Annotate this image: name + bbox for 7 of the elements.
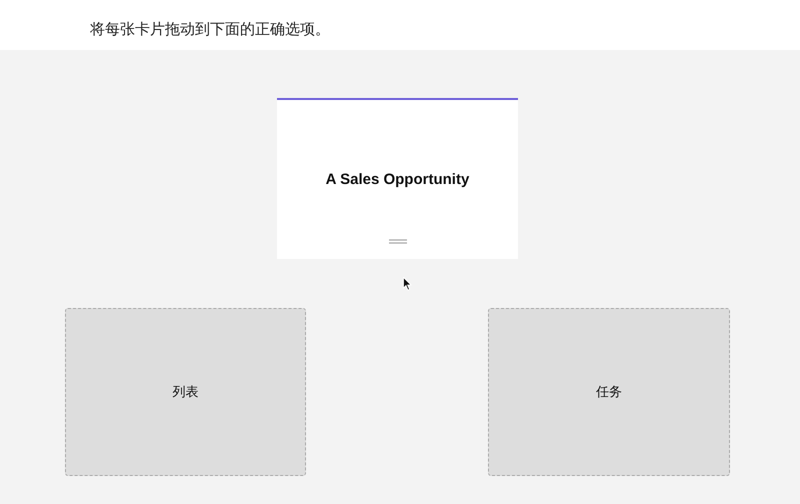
drop-zone	[488, 308, 730, 476]
option-label: A Sales Opportunity	[326, 171, 470, 188]
draggable-card	[277, 98, 518, 259]
option-label: 列表	[172, 384, 198, 401]
drop-zone	[65, 308, 306, 476]
instruction-text: 将每张卡片拖动到下面的正确选项。	[90, 20, 330, 39]
option-label: 任务	[596, 384, 622, 401]
